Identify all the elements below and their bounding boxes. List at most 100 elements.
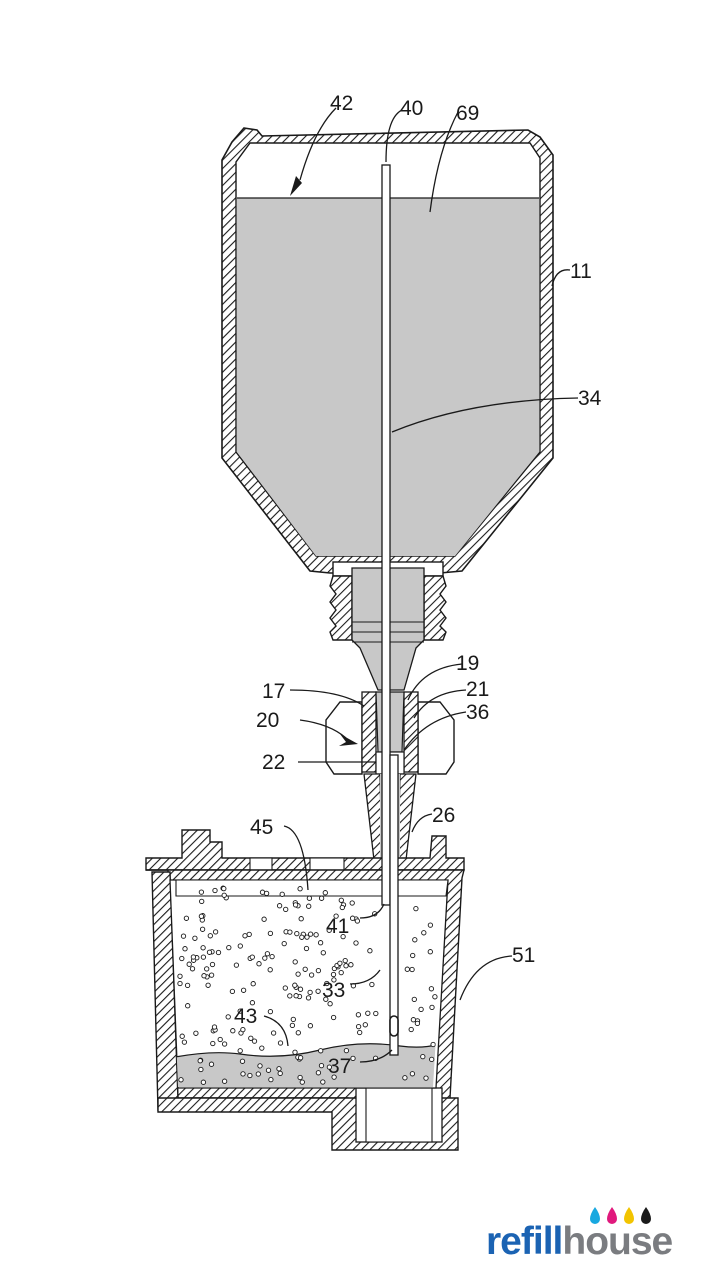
foam-pore — [290, 1016, 296, 1023]
foam-pore — [292, 1049, 298, 1055]
foam-pore — [292, 959, 298, 965]
foam-pore — [201, 973, 207, 979]
foam-pore — [239, 1058, 246, 1064]
foam-pore — [256, 961, 262, 967]
foam-pore — [179, 1033, 185, 1039]
foam-pore — [270, 1030, 277, 1036]
foam-pore — [412, 937, 418, 943]
foam-pore — [342, 957, 348, 964]
foam-pore — [348, 962, 354, 968]
foam-pore — [349, 915, 356, 921]
foam-pore — [326, 927, 332, 933]
foam-pore — [181, 1039, 188, 1045]
foam-pore — [198, 913, 205, 919]
foam-pore — [313, 932, 319, 938]
neck-thread-right — [423, 575, 447, 641]
foam-pore — [343, 963, 349, 969]
foam-pore — [429, 1056, 435, 1063]
foam-pore — [221, 1078, 228, 1084]
foam-pore — [302, 966, 308, 972]
foam-pore — [305, 995, 312, 1001]
label-19: 19 — [456, 652, 479, 675]
foam-pore — [428, 986, 435, 992]
foam-pore — [429, 1004, 435, 1011]
label-11: 11 — [570, 260, 592, 283]
foam-pore — [177, 980, 183, 987]
foam-pore — [408, 1026, 414, 1033]
foam-pore — [208, 972, 215, 978]
foam-pore — [349, 900, 355, 906]
foam-pore — [327, 1001, 333, 1007]
label-37: 37 — [328, 1055, 351, 1078]
foam-pore — [331, 977, 337, 983]
refillhouse-logo: refillhouse — [486, 1207, 674, 1263]
label-42: 42 — [330, 92, 353, 115]
foam-pore — [268, 1076, 274, 1083]
foam-pore — [267, 930, 274, 937]
foam-pore — [251, 1038, 258, 1044]
foam-pore — [225, 1014, 231, 1020]
foam-pore — [326, 1064, 333, 1070]
foam-pore — [259, 1045, 265, 1051]
logo-text: refillhouse — [486, 1220, 673, 1263]
foam-pore — [237, 1008, 243, 1014]
foam-pore — [304, 934, 310, 940]
label-21: 21 — [466, 678, 489, 701]
foam-pore — [410, 952, 416, 959]
foam-pore — [269, 953, 275, 960]
foam-pore — [350, 1055, 356, 1062]
foam-pore — [262, 955, 268, 961]
foam-pore — [320, 950, 326, 956]
foam-pore — [373, 1010, 379, 1017]
foam-pore — [299, 934, 305, 940]
foam-pore — [229, 988, 236, 995]
foam-pore — [200, 1079, 207, 1085]
foam-pore — [306, 903, 312, 909]
foam-pore — [318, 895, 325, 901]
foam-pore — [189, 966, 196, 972]
foam-pore — [318, 1048, 324, 1054]
foam-pore — [197, 1058, 203, 1064]
foam-pore — [179, 955, 185, 962]
foam-pore — [230, 1028, 236, 1034]
foam-pore — [198, 889, 205, 895]
foam-pore — [261, 916, 267, 922]
foam-pore — [355, 1023, 362, 1030]
leader-lines — [263, 107, 579, 1063]
foam-pore — [299, 1079, 305, 1085]
collar-right — [403, 691, 419, 773]
foam-pore — [277, 1070, 283, 1077]
foam-pore — [204, 966, 210, 972]
foam-pore — [413, 905, 419, 912]
foam-pore — [353, 940, 359, 946]
foam-pore — [298, 916, 304, 922]
logo-text-house: house — [562, 1220, 672, 1263]
drop-magenta-icon — [607, 1207, 617, 1224]
foam-pores — [177, 885, 438, 1085]
spout-left — [363, 773, 383, 861]
foam-pore — [242, 933, 248, 939]
foam-pore — [420, 1053, 426, 1060]
label-17: 17 — [262, 680, 285, 703]
foam-pore — [343, 1047, 350, 1054]
foam-pore — [282, 985, 288, 991]
foam-pore — [212, 887, 218, 894]
foam-pore — [339, 904, 345, 911]
foam-pore — [237, 943, 243, 949]
neck-thread-left — [329, 575, 353, 641]
foam-pore — [315, 988, 321, 994]
foam-pore — [237, 1048, 243, 1054]
foam-pore — [365, 1010, 371, 1016]
foam-pore — [264, 951, 271, 957]
foam-pore — [210, 1040, 216, 1047]
foam-pore — [193, 1030, 199, 1036]
foam-pore — [318, 1062, 325, 1069]
foam-pore — [183, 915, 190, 921]
foam-pore — [410, 1017, 417, 1023]
foam-pore — [421, 930, 427, 936]
foam-pore — [205, 982, 211, 988]
label-41: 41 — [326, 915, 349, 938]
foam-pore — [198, 1066, 204, 1073]
foam-pore — [240, 987, 247, 993]
foam-pore — [207, 933, 213, 939]
